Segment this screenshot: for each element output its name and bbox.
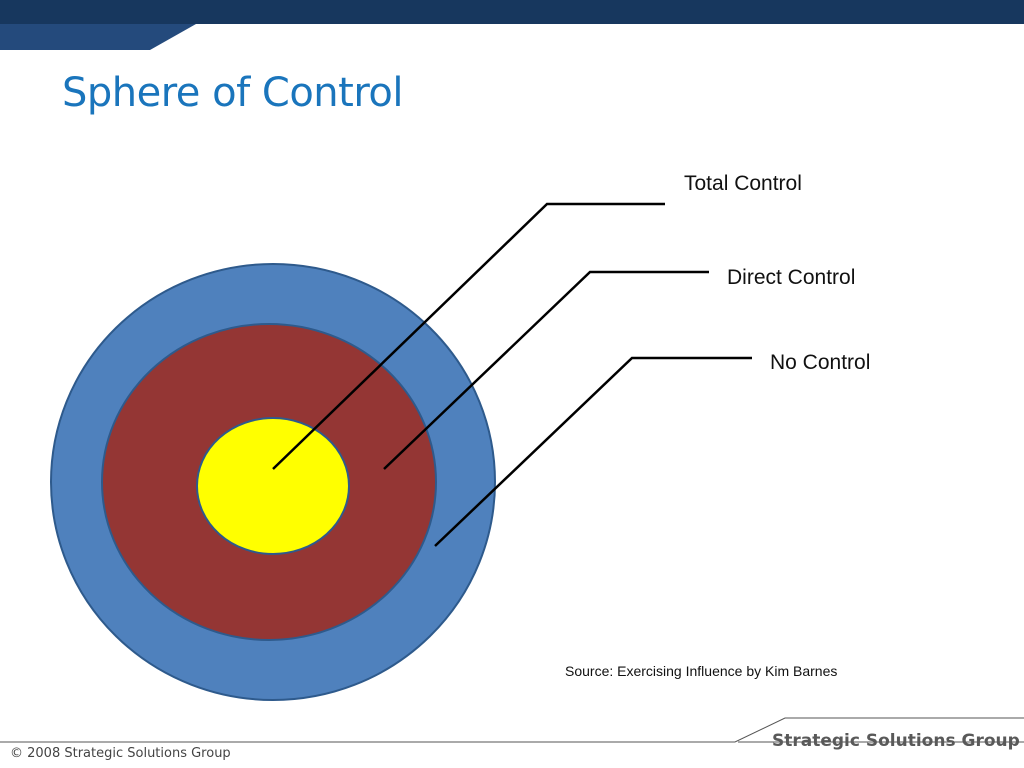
footer-brand-logo: Strategic Solutions Group xyxy=(772,731,1020,751)
label-direct-control: Direct Control xyxy=(727,266,856,289)
callout-line-total-control xyxy=(272,202,665,470)
callout-line-direct-control xyxy=(383,270,709,470)
inner-circle-total-control xyxy=(196,417,350,555)
header-bar xyxy=(0,0,1024,50)
header-bar-tab xyxy=(0,24,196,50)
label-no-control: No Control xyxy=(770,351,871,374)
footer-copyright: © 2008 Strategic Solutions Group xyxy=(10,746,231,761)
label-total-control: Total Control xyxy=(684,172,802,195)
header-bar-dark xyxy=(0,0,1024,24)
callout-line-no-control xyxy=(434,356,752,547)
footer-divider xyxy=(0,717,1024,743)
source-note: Source: Exercising Influence by Kim Barn… xyxy=(565,663,838,679)
footer-line-main xyxy=(0,717,1024,743)
slide-title: Sphere of Control xyxy=(62,70,404,116)
